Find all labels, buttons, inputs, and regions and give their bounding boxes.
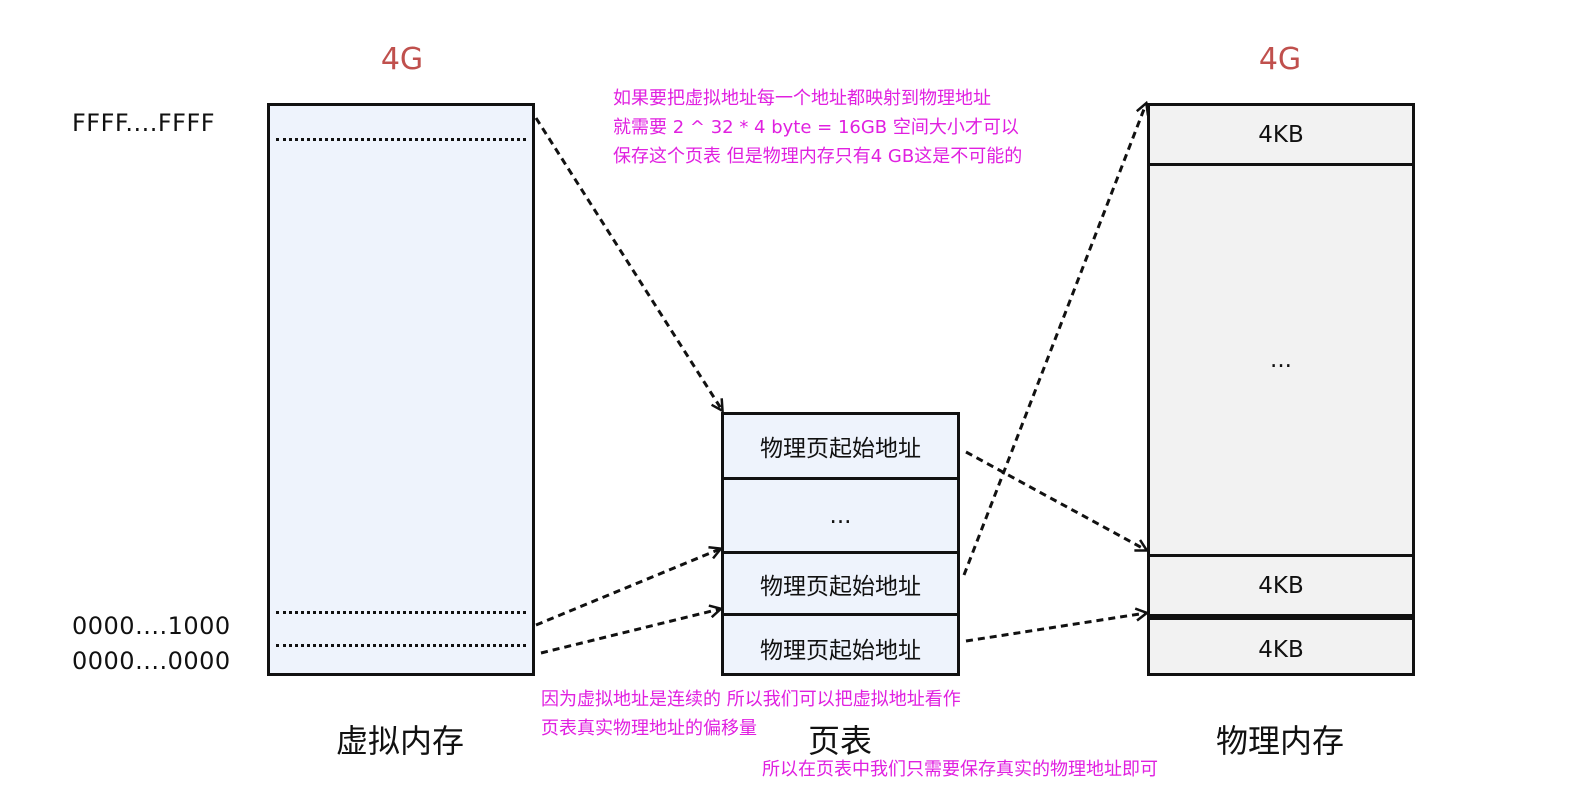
- vm-dotted-second: [276, 611, 526, 614]
- note-top-line: 保存这个页表 但是物理内存只有4 GB这是不可能的: [613, 146, 1023, 167]
- pm-block-label: 4KB: [1258, 121, 1304, 148]
- page-table-row: 物理页起始地址: [724, 415, 957, 480]
- vm-addr-second: 0000....1000: [72, 612, 231, 640]
- page-table-row: 物理页起始地址: [724, 616, 957, 673]
- pm-block-label: 4KB: [1258, 572, 1304, 599]
- pm-block: 4KB: [1150, 557, 1412, 617]
- page-table-row-label: 物理页起始地址: [760, 436, 921, 462]
- note-bottom-left-line: 页表真实物理地址的偏移量: [541, 718, 757, 739]
- virtual-memory-block: [267, 103, 535, 676]
- arrow-vm-0000-to-pt: [540, 609, 720, 655]
- note-top-line: 就需要 2 ^ 32 * 4 byte = 16GB 空间大小才可以: [613, 117, 1019, 138]
- pm-block: ...: [1150, 166, 1412, 557]
- pm-caption: 物理内存: [1215, 722, 1344, 760]
- vm-addr-bottom: 0000....0000: [72, 647, 231, 675]
- vm-size-label: 4G: [380, 42, 424, 77]
- pm-block-label: 4KB: [1258, 636, 1304, 663]
- arrow-pt-row3-to-pm-top: [962, 104, 1146, 576]
- note-top: 如果要把虚拟地址每一个地址都映射到物理地址 就需要 2 ^ 32 * 4 byt…: [613, 84, 1022, 171]
- arrow-pt-row4-to-pm-bottom: [965, 613, 1146, 643]
- page-table-row: 物理页起始地址: [724, 554, 957, 616]
- page-table: 物理页起始地址 ... 物理页起始地址 物理页起始地址: [721, 412, 960, 676]
- pm-block: 4KB: [1150, 106, 1412, 166]
- page-table-row-label: ...: [829, 502, 852, 529]
- note-bottom-right: 所以在页表中我们只需要保存真实的物理地址即可: [762, 759, 1158, 780]
- note-top-line: 如果要把虚拟地址每一个地址都映射到物理地址: [613, 88, 991, 109]
- pm-block: 4KB: [1150, 617, 1412, 673]
- note-bottom-left: 因为虚拟地址是连续的 所以我们可以把虚拟地址看作 页表真实物理地址的偏移量: [541, 685, 961, 743]
- page-table-row: ...: [724, 480, 957, 554]
- arrow-pt-row1-to-pm-mid: [965, 450, 1146, 550]
- page-table-row-label: 物理页起始地址: [760, 573, 921, 600]
- pm-block-label: ...: [1270, 347, 1292, 373]
- page-table-caption: 页表: [807, 722, 872, 760]
- page-table-row-label: 物理页起始地址: [760, 637, 921, 664]
- vm-addr-top: FFFF....FFFF: [72, 109, 216, 137]
- pm-size-label: 4G: [1258, 42, 1302, 77]
- arrow-vm-1000-to-pt: [535, 549, 720, 627]
- note-bottom-left-line: 因为虚拟地址是连续的 所以我们可以把虚拟地址看作: [541, 689, 961, 710]
- physical-memory-block: 4KB ... 4KB 4KB: [1147, 103, 1415, 676]
- vm-caption: 虚拟内存: [335, 722, 464, 760]
- vm-dotted-third: [276, 644, 526, 647]
- vm-dotted-top: [276, 138, 526, 141]
